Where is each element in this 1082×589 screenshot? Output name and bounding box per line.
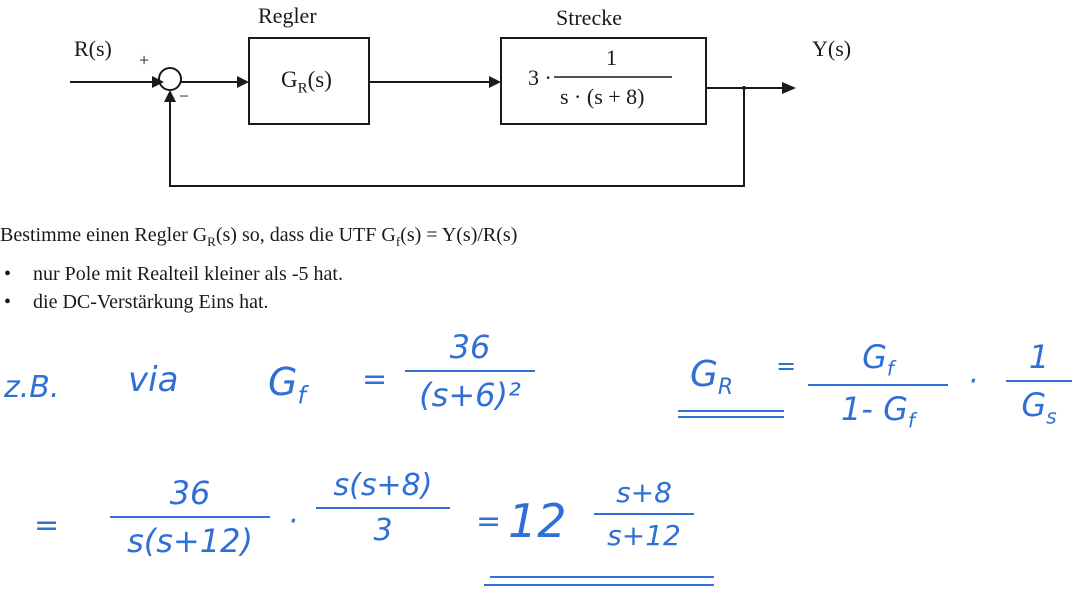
hw-gr-underline-1 [678, 410, 784, 412]
hw-result-fraction: s+8 s+12 [594, 476, 694, 552]
hw-dot-2: · [288, 504, 298, 539]
plant-gain: 3 · [528, 65, 552, 90]
hw-equals-3: = [476, 504, 502, 539]
bullet-item-2: •die DC-Verstärkung Eins hat. [4, 291, 269, 313]
hw-equals-1: = [362, 362, 388, 397]
hw-gf-label: Gf [268, 360, 306, 410]
bullet-item-1: •nur Pole mit Realteil kleiner als -5 ha… [4, 263, 343, 285]
hw-result-gain: 12 [508, 494, 567, 548]
hw-result-underline-1 [490, 576, 714, 578]
hw-fraction-1: 36 s(s+12) [110, 474, 270, 560]
controller-block-label: GR(s) [281, 67, 332, 97]
hw-gf-fraction: 36 (s+6)² [405, 328, 535, 414]
hw-prefix: z.B. [4, 370, 60, 405]
plant-block [500, 37, 707, 125]
hw-fraction-2: s(s+8) 3 [316, 468, 450, 548]
summing-junction [158, 67, 182, 91]
hw-result-underline-2 [484, 584, 714, 586]
plus-sign: + [139, 50, 150, 70]
plant-arrowhead [489, 76, 501, 88]
takeoff-point [742, 86, 746, 90]
output-arrowhead [782, 82, 796, 94]
plant-numerator: 1 [606, 45, 617, 70]
bullet-icon: • [4, 263, 12, 285]
hw-gr-label: GR [690, 354, 734, 401]
hw-equals-2: = [776, 352, 797, 380]
controller-title: Regler [258, 3, 317, 28]
bullet-icon: • [4, 291, 12, 313]
input-label: R(s) [74, 36, 112, 61]
plant-denominator: s · (s + 8) [560, 84, 645, 109]
hw-inverse-plant-fraction: 1 Gs [1006, 338, 1072, 428]
input-arrowhead [152, 76, 164, 88]
output-label: Y(s) [812, 36, 852, 61]
feedback-path [169, 88, 745, 187]
hw-gr-fraction: Gf 1- Gf [808, 338, 948, 433]
controller-arrowhead [237, 76, 249, 88]
hw-line2-equals: = [34, 508, 60, 543]
hw-gr-underline-2 [678, 416, 784, 418]
minus-sign: − [179, 86, 190, 106]
plant-title: Strecke [556, 5, 622, 30]
feedback-arrowhead [164, 90, 176, 102]
task-statement: Bestimme einen Regler GR(s) so, dass die… [0, 224, 518, 249]
hw-dot-1: · [968, 364, 978, 399]
hw-via: via [128, 360, 179, 400]
